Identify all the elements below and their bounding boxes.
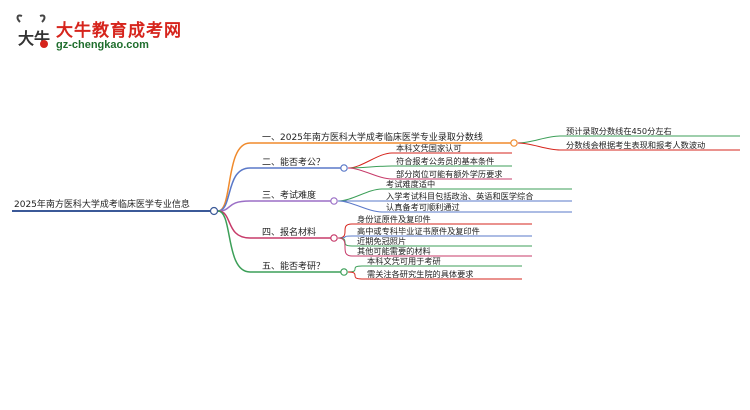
leaf-label[interactable]: 身份证原件及复印件 — [357, 214, 431, 224]
root-node-label: 2025年南方医科大学成考临床医学专业信息 — [14, 198, 190, 210]
leaf-label[interactable]: 近期免冠照片 — [357, 236, 406, 246]
logo-title: 大牛教育成考网 — [56, 21, 182, 41]
leaf-link — [347, 271, 363, 280]
leaf-label[interactable]: 需关注各研究生院的具体要求 — [367, 269, 473, 279]
mindmap-nodes: 2025年南方医科大学成考临床医学专业信息 一、2025年南方医科大学成考临床医学… — [12, 126, 705, 279]
branch-label[interactable]: 四、报名材料 — [262, 226, 316, 238]
mindmap-links — [217, 135, 740, 280]
branch-label[interactable]: 三、考试难度 — [262, 189, 316, 201]
leaf-label[interactable]: 预计录取分数线在450分左右 — [566, 126, 672, 136]
leaf-label[interactable]: 其他可能需要的材料 — [357, 246, 431, 256]
leaf-link — [517, 135, 561, 144]
leaf-label[interactable]: 本科文凭国家认可 — [396, 143, 462, 153]
branch-label[interactable]: 五、能否考研？ — [262, 260, 325, 272]
bull-logo-icon: 大牛 — [16, 14, 50, 48]
leaf-link — [337, 237, 353, 257]
leaf-link — [337, 188, 383, 202]
leaf-label[interactable]: 分数线会根据考生表现和报考人数波动 — [566, 140, 705, 150]
logo-url: gz-chengkao.com — [56, 39, 149, 51]
branch-label[interactable]: 二、能否考公？ — [262, 156, 325, 168]
leaf-label[interactable]: 入学考试科目包括政治、英语和医学综合 — [386, 191, 533, 201]
branch-node-dot — [340, 268, 348, 276]
leaf-label[interactable]: 高中或专科毕业证书原件及复印件 — [357, 226, 480, 236]
site-logo[interactable]: 大牛 大牛教育成考网 gz-chengkao.com — [14, 14, 181, 58]
branch-label[interactable]: 一、2025年南方医科大学成考临床医学专业录取分数线 — [262, 131, 483, 143]
branch-node-dot — [330, 197, 338, 205]
leaf-label[interactable]: 认真备考可顺利通过 — [386, 202, 460, 212]
leaf-link — [337, 200, 383, 213]
root-node-dot — [209, 206, 219, 216]
leaf-label[interactable]: 本科文凭可用于考研 — [367, 256, 441, 266]
branch-node-dot — [330, 234, 338, 242]
leaf-link — [517, 142, 561, 151]
leaf-link — [347, 167, 393, 180]
leaf-label[interactable]: 部分岗位可能有额外学历要求 — [396, 169, 502, 179]
branch-node-dot — [510, 139, 518, 147]
branch-link — [217, 167, 251, 212]
branch-link — [217, 210, 251, 273]
leaf-label[interactable]: 符合报考公务员的基本条件 — [396, 156, 494, 166]
leaf-link — [347, 265, 363, 273]
leaf-label[interactable]: 考试难度适中 — [386, 179, 435, 189]
branch-node-dot — [340, 164, 348, 172]
